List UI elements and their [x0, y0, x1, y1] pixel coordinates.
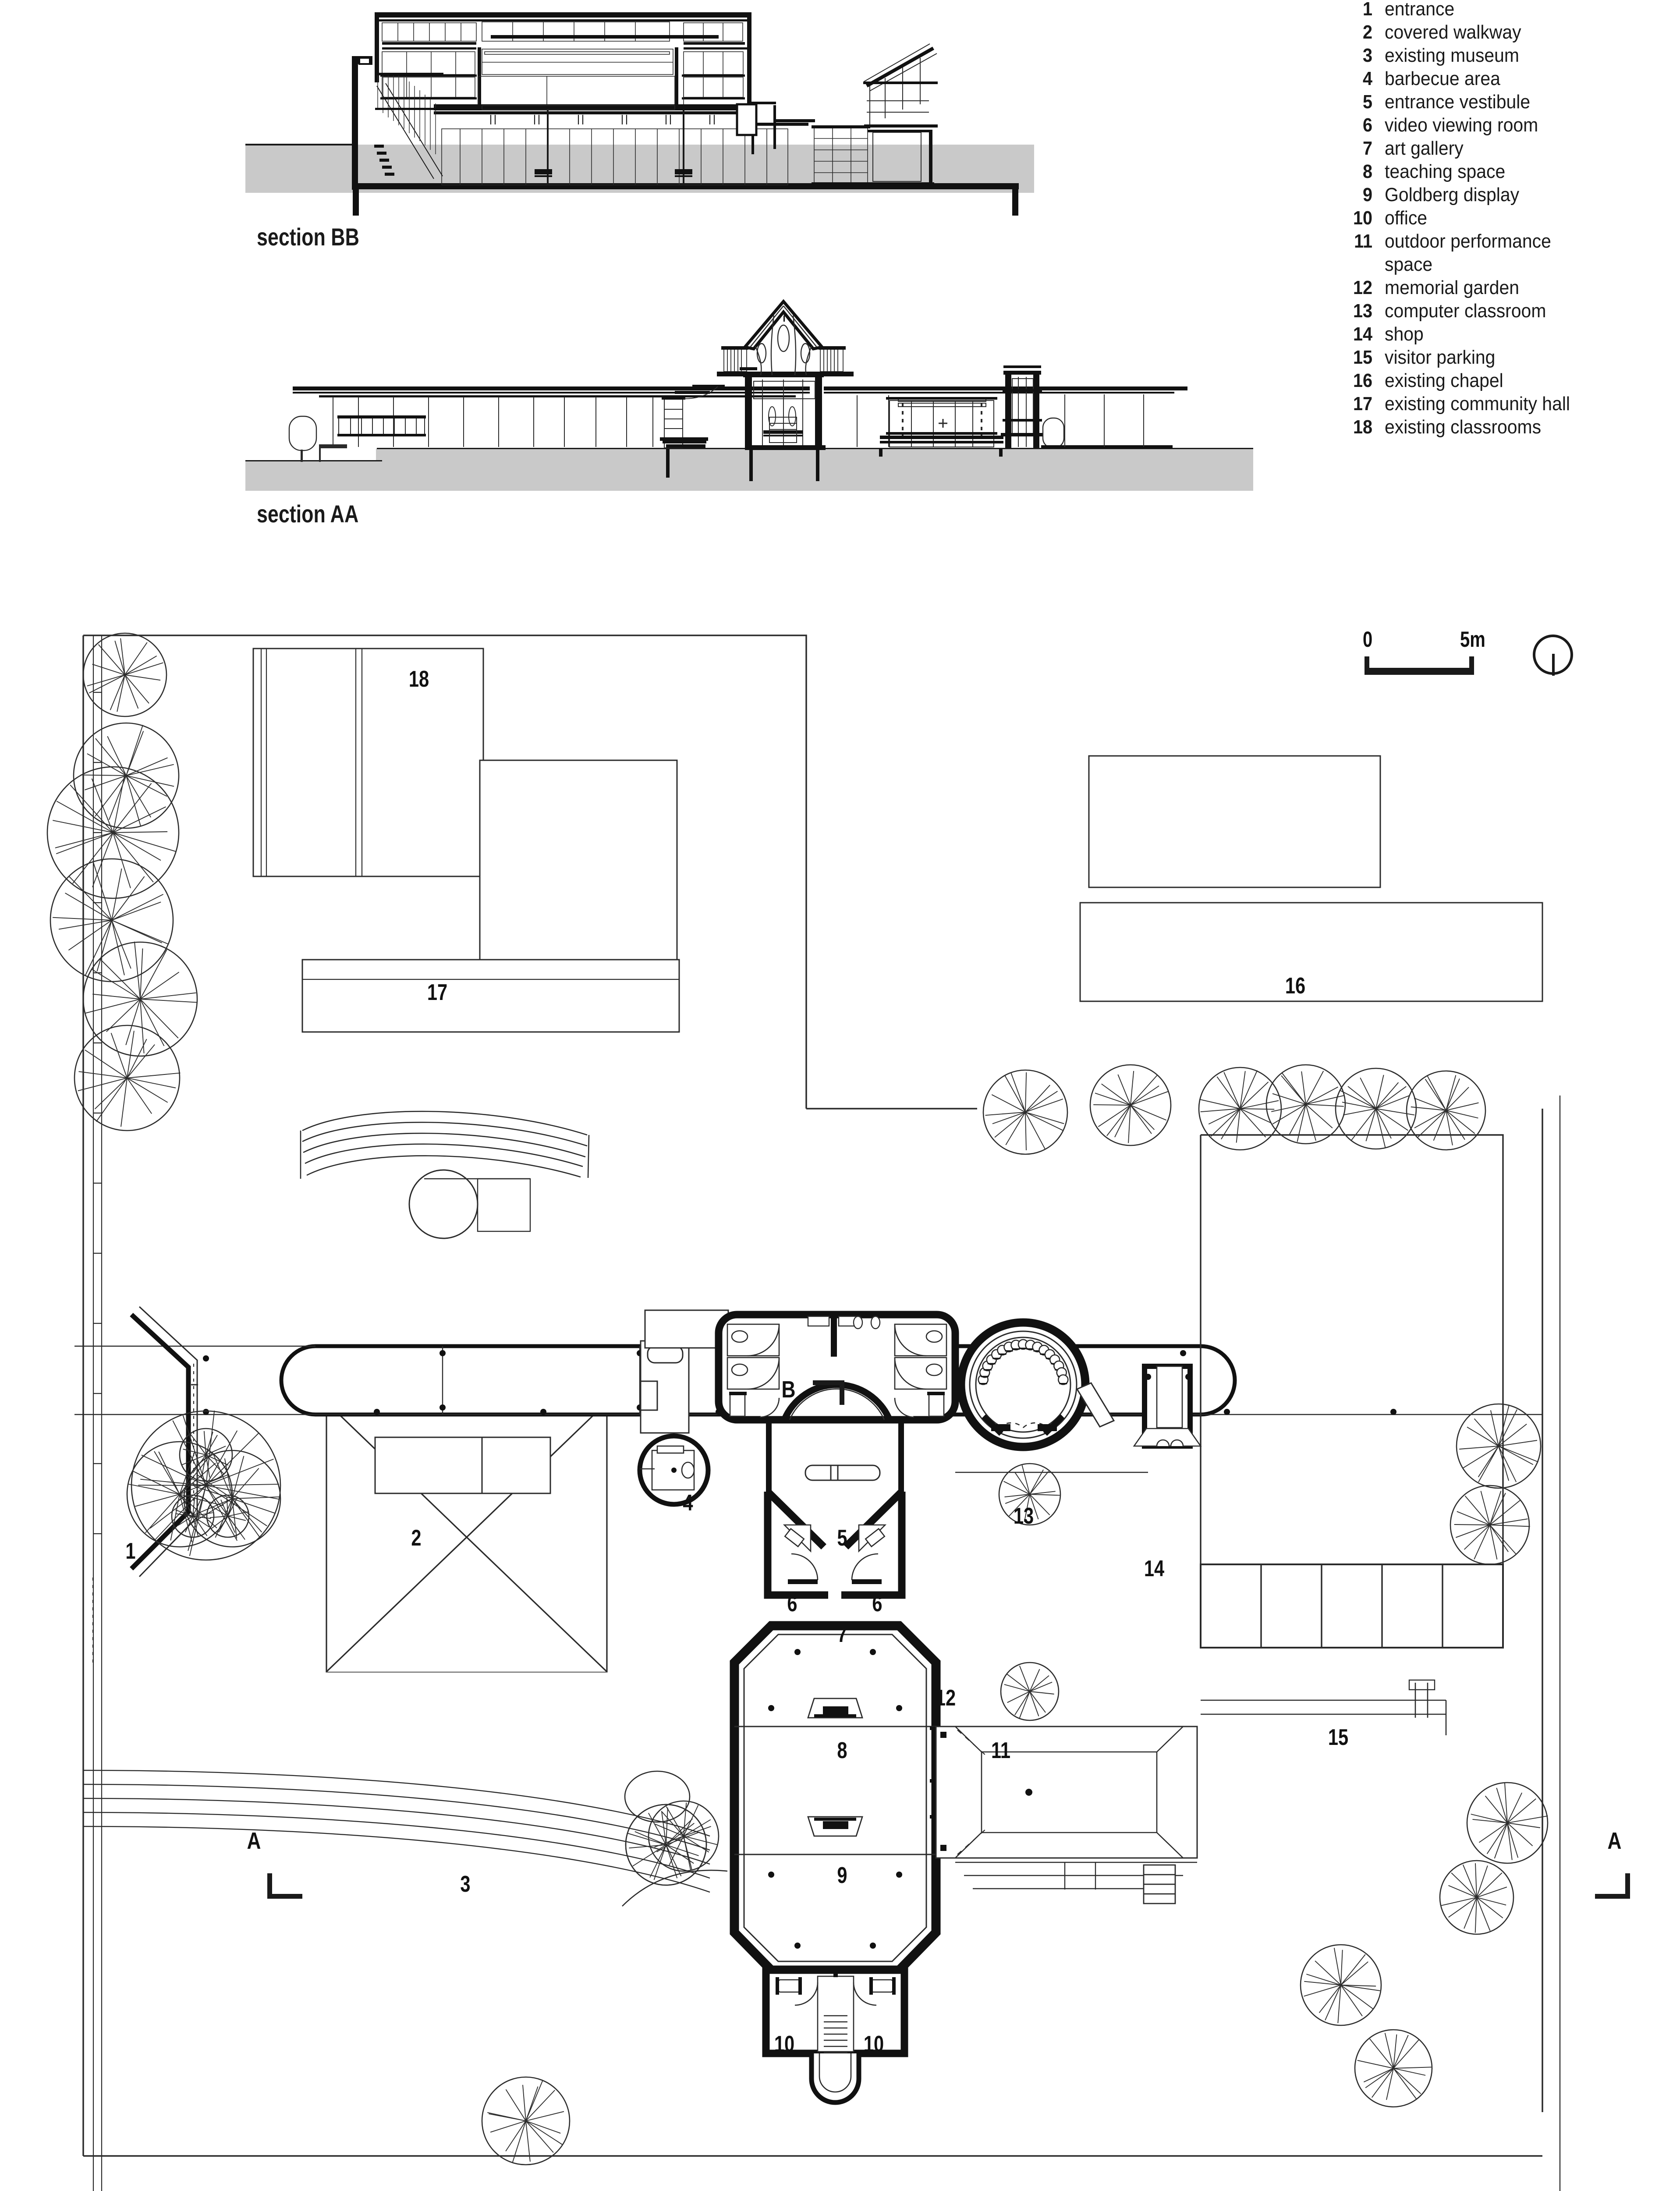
legend-number: 15 [1353, 347, 1372, 368]
legend-label: video viewing room [1385, 114, 1538, 136]
room-label-6-left: 6 [787, 1591, 797, 1617]
legend-number: 12 [1353, 277, 1372, 298]
legend-item-11-continuation: space [1341, 253, 1674, 276]
section-marker-b-top: B [781, 1376, 796, 1403]
legend-label: existing community hall [1385, 393, 1570, 415]
legend-item-3: 3 existing museum [1341, 44, 1674, 67]
legend-item-17: 17 existing community hall [1341, 392, 1674, 415]
scale-max-label: 5m [1460, 627, 1485, 652]
section-marker-a-left-tick [267, 1873, 302, 1899]
legend-number: 16 [1353, 370, 1372, 391]
legend-number: 7 [1362, 138, 1372, 159]
room-label-6-right: 6 [872, 1591, 883, 1617]
legend-number: 14 [1353, 323, 1372, 345]
legend-label: teaching space [1385, 161, 1506, 182]
legend-number: 6 [1362, 114, 1372, 136]
legend-label: existing classrooms [1385, 416, 1542, 438]
room-label-9: 9 [837, 1863, 847, 1888]
room-label-15: 15 [1328, 1725, 1349, 1750]
legend-list: 1 entrance 2 covered walkway 3 existing … [1341, 0, 1674, 439]
legend-number: 5 [1362, 91, 1372, 113]
legend-item-12: 12 memorial garden [1341, 276, 1674, 299]
legend-item-8: 8 teaching space [1341, 160, 1674, 183]
legend-number: 17 [1353, 393, 1372, 415]
section-aa-title: section AA [257, 500, 359, 528]
legend-number: 1 [1362, 0, 1372, 20]
room-label-8: 8 [837, 1738, 847, 1763]
legend-item-14: 14 shop [1341, 323, 1674, 346]
legend-number: 10 [1353, 207, 1372, 229]
legend-number: 18 [1353, 416, 1372, 438]
legend-label: barbecue area [1385, 68, 1500, 89]
legend-label: outdoor performance [1385, 230, 1551, 252]
legend-label-cont: space [1385, 254, 1433, 275]
room-label-2: 2 [411, 1525, 422, 1551]
legend-item-18: 18 existing classrooms [1341, 415, 1674, 439]
legend-label: existing museum [1385, 45, 1520, 66]
legend-item-15: 15 visitor parking [1341, 346, 1674, 369]
section-marker-a-right-tick [1595, 1873, 1630, 1899]
legend-item-11: 11 outdoor performance [1341, 230, 1674, 253]
scale-zero-label: 0 [1363, 627, 1373, 652]
legend-item-2: 2 covered walkway [1341, 21, 1674, 44]
room-label-14: 14 [1144, 1556, 1165, 1581]
legend-number: 13 [1353, 300, 1372, 322]
room-label-12: 12 [935, 1685, 956, 1711]
legend-label: existing chapel [1385, 370, 1503, 391]
legend-label: office [1385, 207, 1428, 229]
scale-bracket [1365, 656, 1474, 675]
legend-item-7: 7 art gallery [1341, 137, 1674, 160]
scale-bar: 0 5m [1363, 627, 1485, 679]
legend-label: shop [1385, 323, 1424, 345]
legend-label: computer classroom [1385, 300, 1546, 322]
section-aa-drawing [245, 272, 1253, 491]
legend-label: entrance [1385, 0, 1455, 20]
legend-label: covered walkway [1385, 21, 1521, 43]
legend-item-1: 1 entrance [1341, 0, 1674, 21]
legend-number: 4 [1362, 68, 1372, 89]
legend-item-4: 4 barbecue area [1341, 67, 1674, 90]
legend-item-5: 5 entrance vestibule [1341, 90, 1674, 113]
legend-item-9: 9 Goldberg display [1341, 183, 1674, 206]
legend-number: 2 [1362, 21, 1372, 43]
legend-label: entrance vestibule [1385, 91, 1531, 113]
room-label-10-right: 10 [863, 2031, 884, 2057]
legend-number: 8 [1362, 161, 1372, 182]
room-label-13: 13 [1013, 1503, 1034, 1529]
room-label-7: 7 [837, 1622, 847, 1647]
legend-number: 9 [1362, 184, 1372, 206]
room-label-1: 1 [125, 1539, 136, 1564]
room-label-4: 4 [683, 1490, 693, 1516]
room-label-17: 17 [427, 980, 448, 1005]
legend-label: Goldberg display [1385, 184, 1520, 206]
section-marker-a-right: A [1607, 1828, 1622, 1854]
legend-label: art gallery [1385, 138, 1464, 159]
room-label-16: 16 [1285, 973, 1306, 999]
north-arrow-icon [1533, 635, 1573, 676]
section-bb-drawing [245, 0, 1034, 216]
legend-item-10: 10 office [1341, 206, 1674, 230]
legend-number: 11 [1354, 230, 1372, 252]
section-bb-title: section BB [257, 223, 359, 251]
room-label-3: 3 [460, 1872, 471, 1897]
section-marker-a-left: A [247, 1828, 261, 1854]
ground-floor-plan-drawing [0, 613, 1680, 2191]
room-label-5: 5 [837, 1525, 847, 1551]
section-marker-b-top-tick [813, 1380, 844, 1405]
room-label-11: 11 [991, 1738, 1010, 1763]
room-label-10-left: 10 [774, 2031, 795, 2057]
legend-item-13: 13 computer classroom [1341, 299, 1674, 323]
legend-label: visitor parking [1385, 347, 1496, 368]
legend-label: memorial garden [1385, 277, 1520, 298]
legend-number: 3 [1362, 45, 1372, 66]
legend-item-16: 16 existing chapel [1341, 369, 1674, 392]
legend-item-6: 6 video viewing room [1341, 113, 1674, 137]
room-label-18: 18 [408, 667, 429, 692]
